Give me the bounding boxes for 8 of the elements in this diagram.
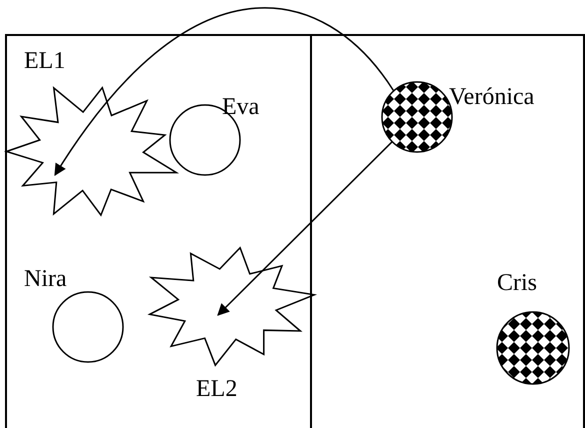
node-label: Eva: [222, 94, 260, 120]
node-label: Nira: [24, 266, 67, 292]
arrow: [217, 141, 393, 316]
node-label: Cris: [497, 270, 538, 296]
arrow: [54, 8, 394, 176]
node-label: EL2: [196, 376, 238, 402]
node-label: EL1: [24, 48, 66, 74]
node-label: Verónica: [449, 84, 534, 110]
